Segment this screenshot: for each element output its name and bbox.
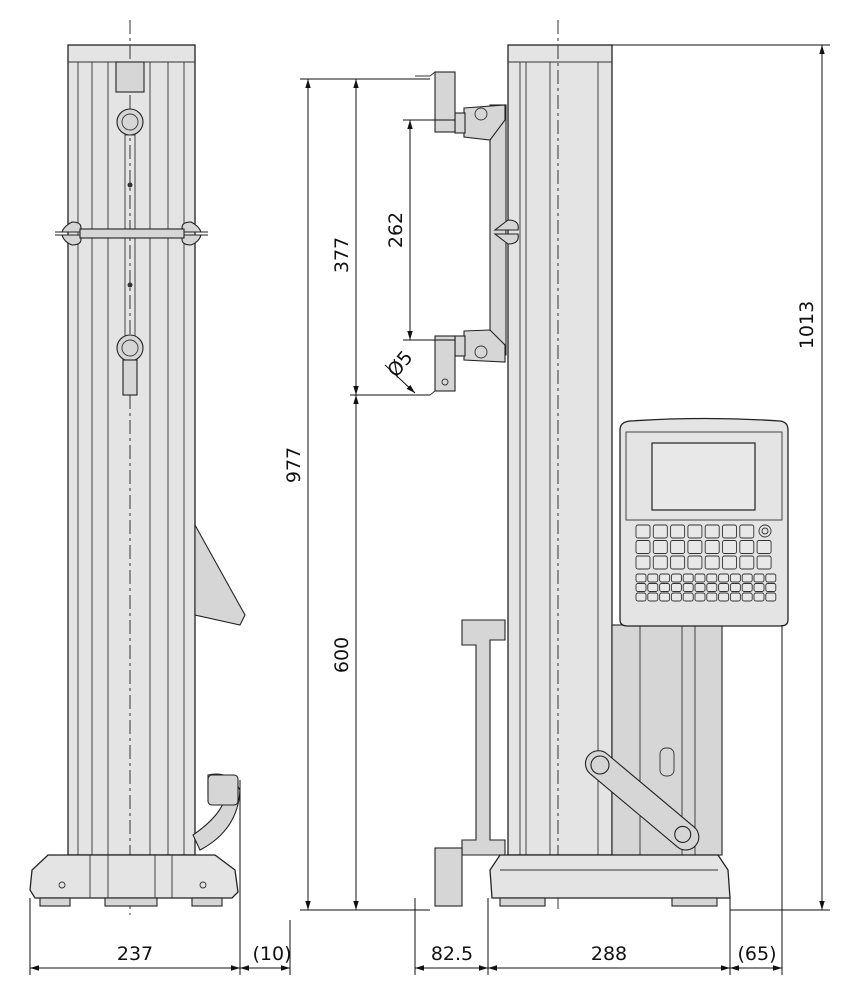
power-button-icon [758, 524, 772, 538]
keypad-key [647, 592, 659, 602]
controller-screen [651, 442, 756, 511]
keypad-key [718, 573, 730, 583]
keypad-key [635, 583, 647, 592]
keypad-key [694, 583, 706, 592]
column-front [507, 44, 613, 856]
keypad-key [670, 524, 686, 539]
keypad-key [659, 573, 671, 583]
keypad-key [635, 540, 651, 554]
side-view [29, 20, 246, 915]
keypad-key [765, 592, 777, 602]
keypad-key [687, 540, 703, 554]
keypad-key [706, 583, 718, 592]
dim-600: 600 [331, 637, 353, 673]
clamp-lever-right-icon [181, 221, 208, 246]
clamp-lever-front-icon [493, 219, 519, 245]
keypad-key [718, 583, 730, 592]
keypad-key [753, 592, 765, 602]
base-front [489, 854, 731, 899]
keypad-key [741, 592, 753, 602]
keypad-key [652, 540, 668, 554]
dim-82-5: 82.5 [431, 943, 473, 965]
keypad-key [687, 524, 703, 539]
column-side [67, 44, 196, 856]
front-view [415, 20, 789, 910]
keypad-key [704, 555, 720, 570]
keypad-key [741, 573, 753, 583]
keypad-key [647, 573, 659, 583]
base-side [29, 854, 239, 899]
dim-288: 288 [591, 943, 627, 965]
dimensions: 237 (10) 82.5 288 (65) 1013 977 377 600 … [29, 44, 830, 975]
keypad-key [739, 524, 755, 539]
keypad-key [659, 592, 671, 602]
keypad-key [718, 592, 730, 602]
keypad-key [635, 573, 647, 583]
dim-977: 977 [283, 447, 305, 483]
keypad-key [694, 573, 706, 583]
keypad-key [687, 555, 703, 570]
keypad-key [682, 573, 694, 583]
bottom-probe [434, 847, 463, 907]
dim-1013: 1013 [796, 301, 818, 349]
keypad-key [756, 540, 772, 554]
keypad-key [652, 555, 668, 570]
keypad-key [765, 573, 777, 583]
keypad-key [722, 524, 737, 539]
keypad-key [704, 524, 720, 539]
keypad-key [729, 583, 741, 592]
keypad-key [635, 555, 651, 570]
keypad-key [753, 583, 765, 592]
keypad-key [765, 583, 777, 592]
keypad-key [729, 592, 741, 602]
dim-377: 377 [331, 237, 353, 273]
upper-probe [434, 71, 456, 133]
keypad-key [635, 592, 647, 602]
keypad [635, 524, 777, 602]
dim-65: (65) [737, 943, 776, 965]
keypad-key [704, 540, 720, 554]
clamp-lever-left-icon [55, 221, 82, 246]
dim-262: 262 [385, 212, 407, 248]
keypad-key [722, 555, 737, 570]
dim-237: 237 [117, 943, 153, 965]
handwheel-crank [584, 750, 700, 851]
display-side-profile [194, 522, 246, 626]
keypad-key [647, 583, 659, 592]
keypad-key [670, 540, 686, 554]
keypad-key [694, 592, 706, 602]
keypad-key [706, 592, 718, 602]
slider-knob-icon [116, 108, 144, 136]
keypad-key [682, 592, 694, 602]
keypad-key [670, 573, 682, 583]
keypad-key [670, 555, 686, 570]
keypad-key [682, 583, 694, 592]
lower-probe [434, 335, 456, 392]
keypad-key [729, 573, 741, 583]
keypad-key [706, 573, 718, 583]
keypad-key [659, 583, 671, 592]
dim-diameter-5: Ø5 [383, 347, 417, 382]
dim-10: (10) [252, 943, 291, 965]
digital-controller [619, 417, 789, 627]
keypad-key [635, 524, 651, 539]
keypad-key [670, 583, 682, 592]
keypad-key [756, 555, 772, 570]
lower-bracket [461, 619, 506, 856]
keypad-key [739, 555, 755, 570]
keypad-key [722, 540, 737, 554]
keypad-key [652, 524, 668, 539]
keypad-key [753, 573, 765, 583]
keypad-key [741, 583, 753, 592]
keypad-key [739, 540, 755, 554]
keypad-key [670, 592, 682, 602]
